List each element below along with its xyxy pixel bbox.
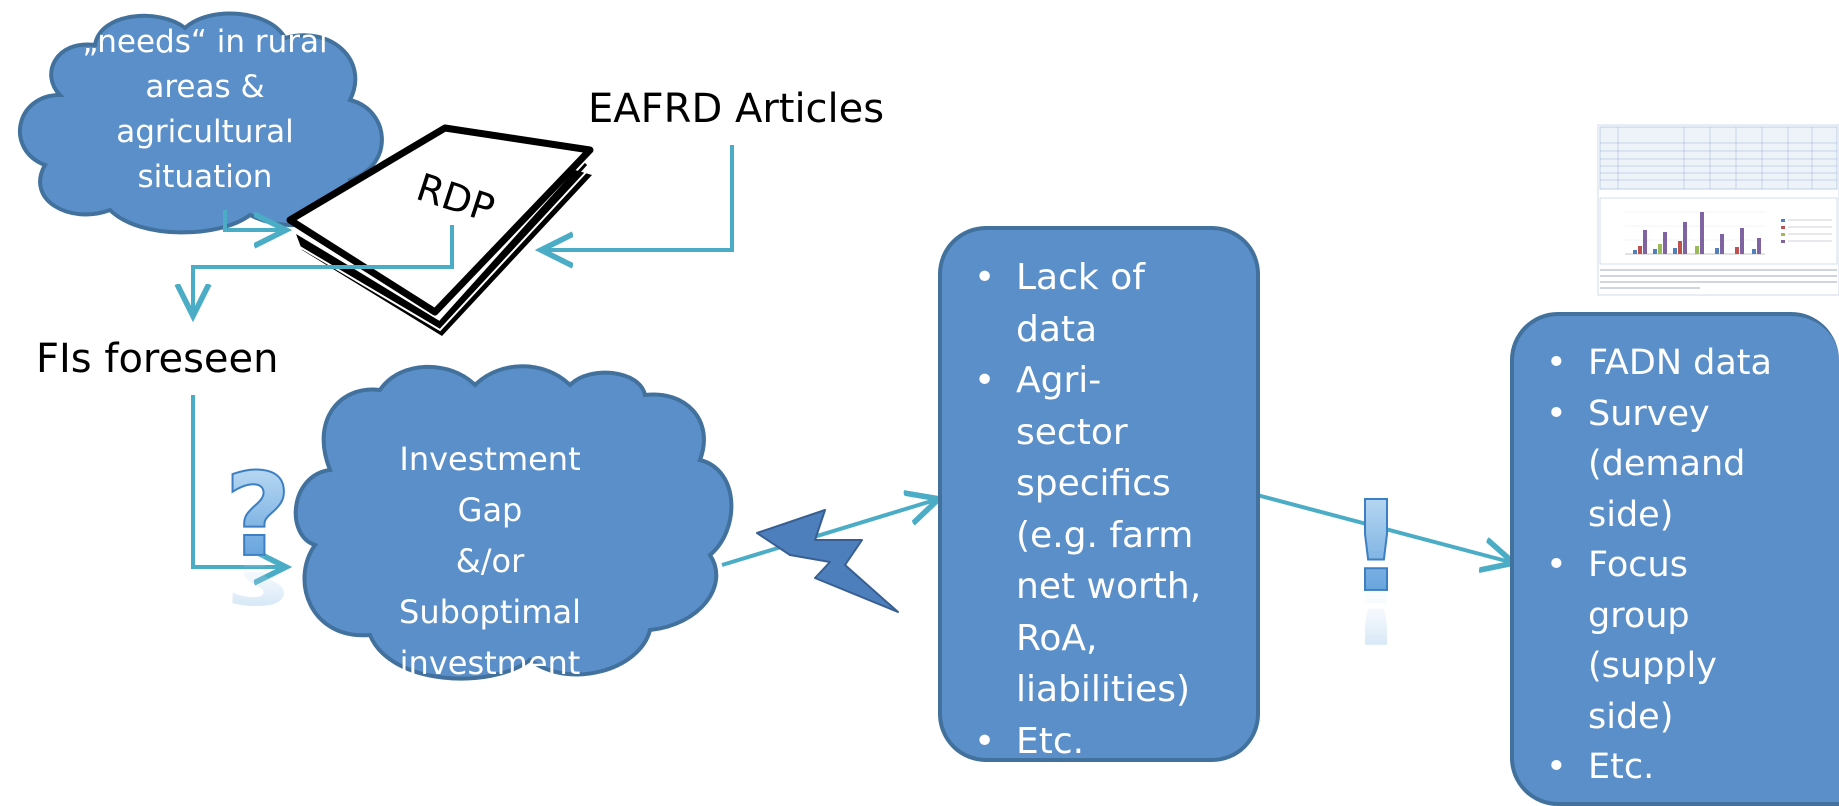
- data-gaps-list: Lack of data Agri- sector specifics (e.g…: [942, 252, 1256, 767]
- needs-cloud-text: „needs“ in rural areas & agricultural si…: [60, 20, 350, 200]
- sources-item-2-line-1: Survey: [1588, 393, 1710, 434]
- list-item: Lack of data: [942, 252, 1256, 355]
- eafrd-to-rdp-arrow: [545, 145, 734, 250]
- fis-foreseen-label: FIs foreseen: [36, 336, 279, 382]
- sources-item-3-line-2: group: [1588, 595, 1690, 636]
- needs-line-1: „needs“ in rural: [82, 24, 328, 60]
- lack-item-2-line-6: RoA,: [1016, 617, 1098, 659]
- lack-item-2-line-1: Agri-: [1016, 360, 1102, 401]
- investment-to-lack-arrow: [721, 500, 935, 567]
- lack-item-2-line-2: sector: [1016, 411, 1128, 453]
- eafrd-articles-label: EAFRD Articles: [588, 86, 885, 132]
- needs-to-rdp-arrow: [223, 210, 282, 230]
- fis-to-investment-arrow: [191, 395, 282, 567]
- investment-cloud-text: Investment Gap &/or Suboptimal investmen…: [370, 434, 610, 689]
- sources-item-4-line-1: Etc.: [1588, 747, 1655, 787]
- question-mark-icon: ? ?: [224, 448, 293, 618]
- sources-item-3-line-4: side): [1588, 696, 1674, 737]
- data-sources-list: FADN data Survey (demand side) Focus gro…: [1514, 338, 1839, 793]
- data-gaps-box: Lack of data Agri- sector specifics (e.g…: [938, 226, 1260, 767]
- list-item: Etc.: [942, 716, 1256, 768]
- question-mark-reflection: ?: [225, 538, 292, 618]
- list-item: Survey (demand side): [1514, 389, 1839, 541]
- needs-line-3: agricultural: [116, 114, 294, 150]
- lack-item-1-line-1: Lack of: [1016, 257, 1145, 298]
- list-item: Focus group (supply side): [1514, 540, 1839, 742]
- investment-cloud-shape: [293, 364, 734, 681]
- lack-item-2-line-4: (e.g. farm: [1016, 514, 1194, 556]
- lack-item-3-line-1: Etc.: [1016, 720, 1085, 762]
- report-thumbnail-image: [1597, 124, 1839, 296]
- list-item: Etc.: [1514, 742, 1839, 793]
- lightning-bolt-icon: [756, 509, 899, 613]
- exclamation-mark-icon: ! !: [1346, 474, 1405, 659]
- investment-line-4: Suboptimal: [399, 593, 581, 631]
- investment-line-1: Investment: [399, 440, 581, 478]
- needs-line-2: areas &: [145, 69, 265, 105]
- arrows: [193, 145, 1510, 567]
- data-sources-box: FADN data Survey (demand side) Focus gro…: [1510, 312, 1839, 806]
- list-item: FADN data: [1514, 338, 1839, 389]
- investment-line-3: &/or: [455, 542, 525, 580]
- needs-line-4: situation: [137, 159, 273, 195]
- sources-item-3-line-1: Focus: [1588, 545, 1688, 585]
- exclamation-mark-reflection: !: [1347, 572, 1404, 659]
- needs-cloud-shape: [17, 11, 384, 235]
- investment-line-5: investment: [399, 644, 581, 682]
- rdp-to-fis-arrow: [193, 225, 454, 312]
- lack-item-1-line-2: data: [1016, 308, 1098, 350]
- lack-item-2-line-7: liabilities): [1016, 669, 1190, 710]
- sources-item-1-line-1: FADN data: [1588, 343, 1772, 383]
- svg-text:!: !: [1347, 475, 1404, 620]
- lack-item-2-line-3: specifics: [1016, 463, 1171, 504]
- sources-item-2-line-3: side): [1588, 494, 1674, 535]
- sources-item-2-line-2: (demand: [1588, 444, 1746, 484]
- list-item: Agri- sector specifics (e.g. farm net wo…: [942, 355, 1256, 716]
- lack-item-2-line-5: net worth,: [1016, 566, 1202, 607]
- sources-item-3-line-3: (supply: [1588, 646, 1717, 686]
- investment-line-2: Gap: [457, 491, 523, 529]
- svg-text:?: ?: [225, 449, 292, 583]
- lack-to-sources-arrow: [1256, 493, 1510, 562]
